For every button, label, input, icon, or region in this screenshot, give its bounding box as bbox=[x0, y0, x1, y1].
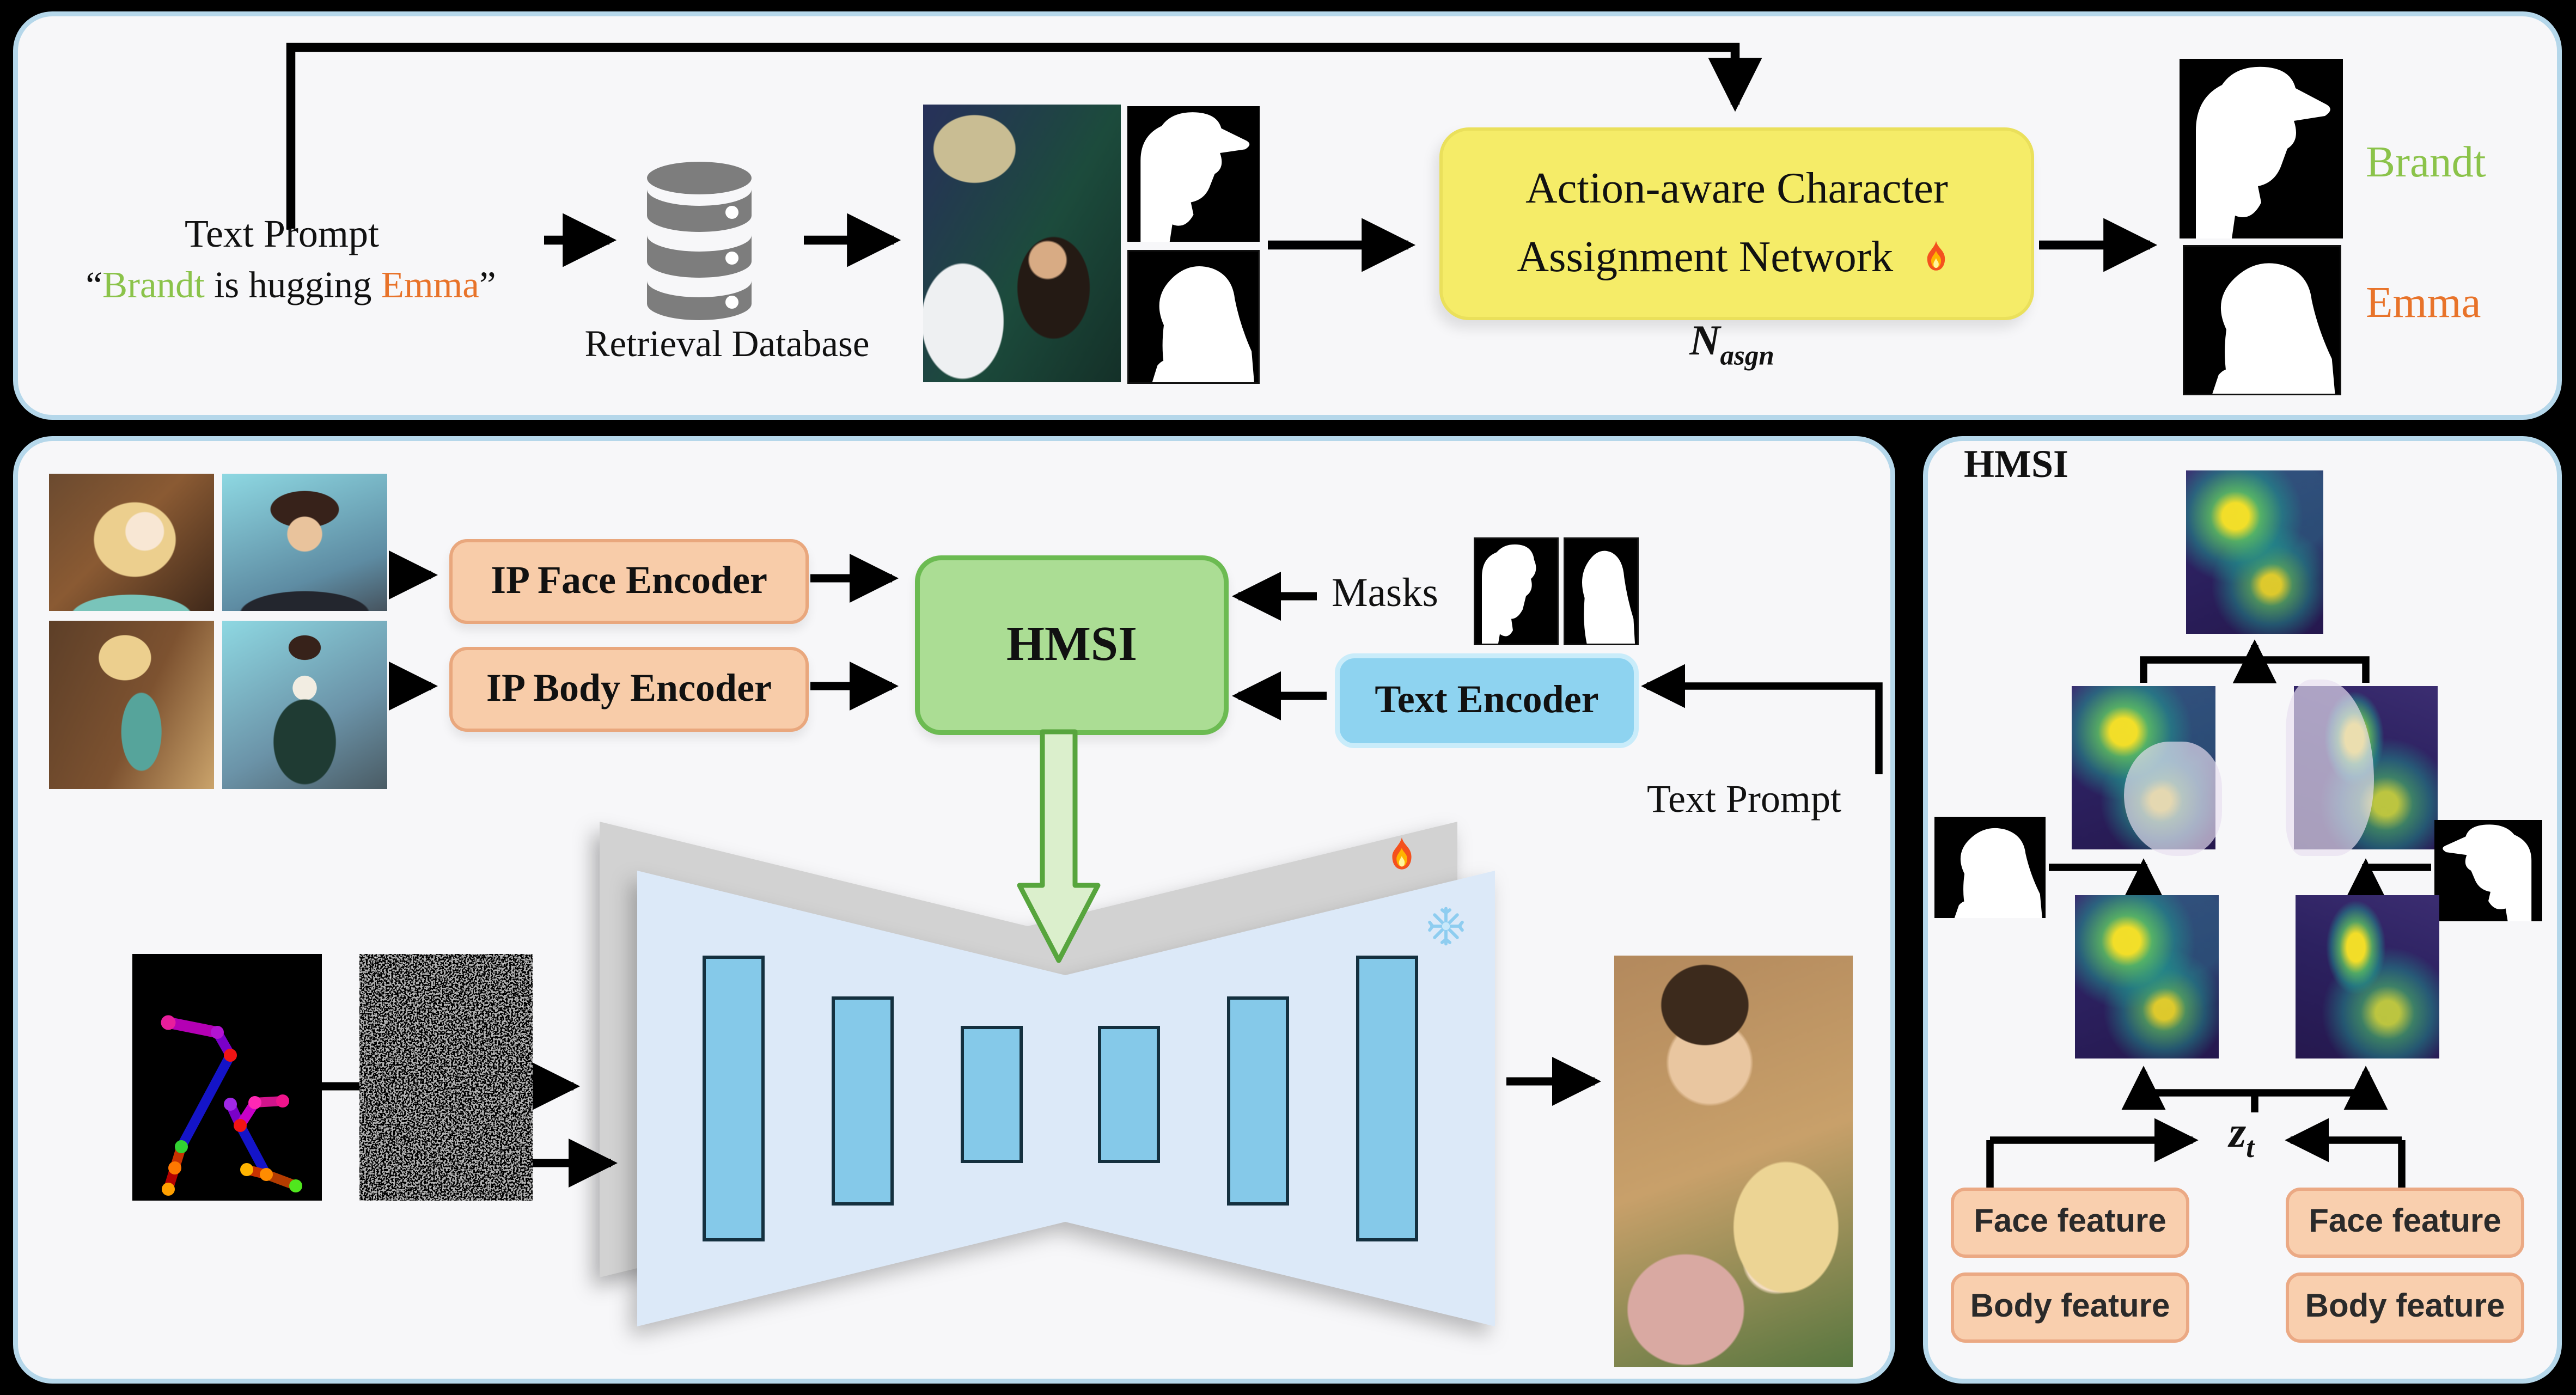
latent-symbol: zt bbox=[2189, 1108, 2294, 1165]
latent-base: z bbox=[2229, 1108, 2247, 1157]
reference-image-woman-face bbox=[49, 474, 214, 611]
attention-map-right-masked bbox=[2285, 680, 2438, 856]
quote-subject: Brandt bbox=[102, 265, 205, 305]
reference-image-man-body bbox=[222, 621, 387, 789]
retrieved-mask-woman bbox=[1127, 250, 1260, 384]
text-encoder-box: Text Encoder bbox=[1335, 653, 1639, 748]
attention-map-merged bbox=[2186, 470, 2323, 634]
unet-feature-block bbox=[961, 1026, 1023, 1163]
masks-label: Masks bbox=[1332, 572, 1438, 616]
hmsi-panel-title: HMSI bbox=[1964, 444, 2069, 487]
unet-feature-block bbox=[1098, 1026, 1160, 1163]
face-feature-box-right: Face feature bbox=[2286, 1188, 2524, 1258]
quote-open: “ bbox=[86, 265, 103, 305]
retrieved-mask-man bbox=[1127, 106, 1260, 242]
mask-overlay-man-region bbox=[2285, 680, 2374, 856]
assigned-mask-brandt bbox=[2180, 59, 2343, 238]
assigned-mask-emma bbox=[2183, 245, 2341, 395]
quote-close: ” bbox=[479, 265, 496, 305]
face-feature-box-left: Face feature bbox=[1951, 1188, 2189, 1258]
symbol-subscript: asgn bbox=[1720, 340, 1774, 371]
assignment-network-line2-text: Assignment Network bbox=[1517, 232, 1894, 281]
fire-icon bbox=[1392, 837, 1412, 870]
attention-map-left-raw bbox=[2075, 895, 2219, 1059]
side-mask-woman bbox=[1934, 817, 2046, 918]
assignment-network-symbol: Nasgn bbox=[1634, 317, 1830, 373]
reference-image-woman-body bbox=[49, 621, 214, 789]
hmsi-box: HMSI bbox=[915, 555, 1229, 735]
assignment-network-line1: Action-aware Character bbox=[1525, 163, 1948, 213]
output-label-brandt: Brandt bbox=[2366, 137, 2486, 186]
unet-feature-block bbox=[1227, 996, 1289, 1206]
pose-skeleton-image bbox=[132, 954, 322, 1201]
attention-map-left-masked bbox=[2072, 686, 2221, 856]
body-feature-box-left: Body feature bbox=[1951, 1272, 2189, 1343]
quote-middle: is hugging bbox=[204, 265, 381, 305]
body-feature-box-right: Body feature bbox=[2286, 1272, 2524, 1343]
mask-thumbnail-woman bbox=[1564, 537, 1639, 645]
noise-latent-image bbox=[359, 954, 533, 1201]
output-label-emma: Emma bbox=[2366, 278, 2481, 327]
assignment-network-line2: Assignment Network bbox=[1517, 224, 1957, 292]
assignment-network-box: Action-aware Character Assignment Networ… bbox=[1439, 127, 2034, 320]
text-prompt-title: Text Prompt bbox=[185, 214, 379, 256]
snowflake-icon bbox=[1428, 907, 1464, 946]
mask-thumbnail-man bbox=[1474, 537, 1559, 645]
database-cylinder-icon bbox=[647, 162, 752, 320]
prompt-quote: “Brandt is hugging Emma” bbox=[29, 265, 552, 307]
database-label: Retrieval Database bbox=[584, 323, 870, 364]
latent-subscript: t bbox=[2246, 1131, 2255, 1164]
generation-text-prompt-label: Text Prompt bbox=[1647, 779, 1841, 822]
generated-result-image bbox=[1614, 956, 1853, 1367]
green-down-arrow-icon bbox=[1017, 729, 1101, 963]
ip-body-encoder-box: IP Body Encoder bbox=[449, 647, 809, 732]
retrieved-couple-photo bbox=[923, 105, 1121, 382]
reference-image-man-face bbox=[222, 474, 387, 611]
unet-frozen-layer bbox=[637, 871, 1495, 1326]
unet-feature-block bbox=[832, 996, 894, 1206]
attention-map-right-raw bbox=[2296, 895, 2439, 1059]
side-mask-man bbox=[2434, 820, 2542, 921]
unet-feature-block bbox=[703, 956, 765, 1241]
mask-overlay-woman-region bbox=[2123, 742, 2221, 856]
quote-object: Emma bbox=[381, 265, 479, 305]
ip-face-encoder-box: IP Face Encoder bbox=[449, 539, 809, 624]
fire-icon bbox=[1928, 241, 1946, 271]
unet-feature-block bbox=[1356, 956, 1418, 1241]
symbol-base: N bbox=[1689, 317, 1720, 364]
